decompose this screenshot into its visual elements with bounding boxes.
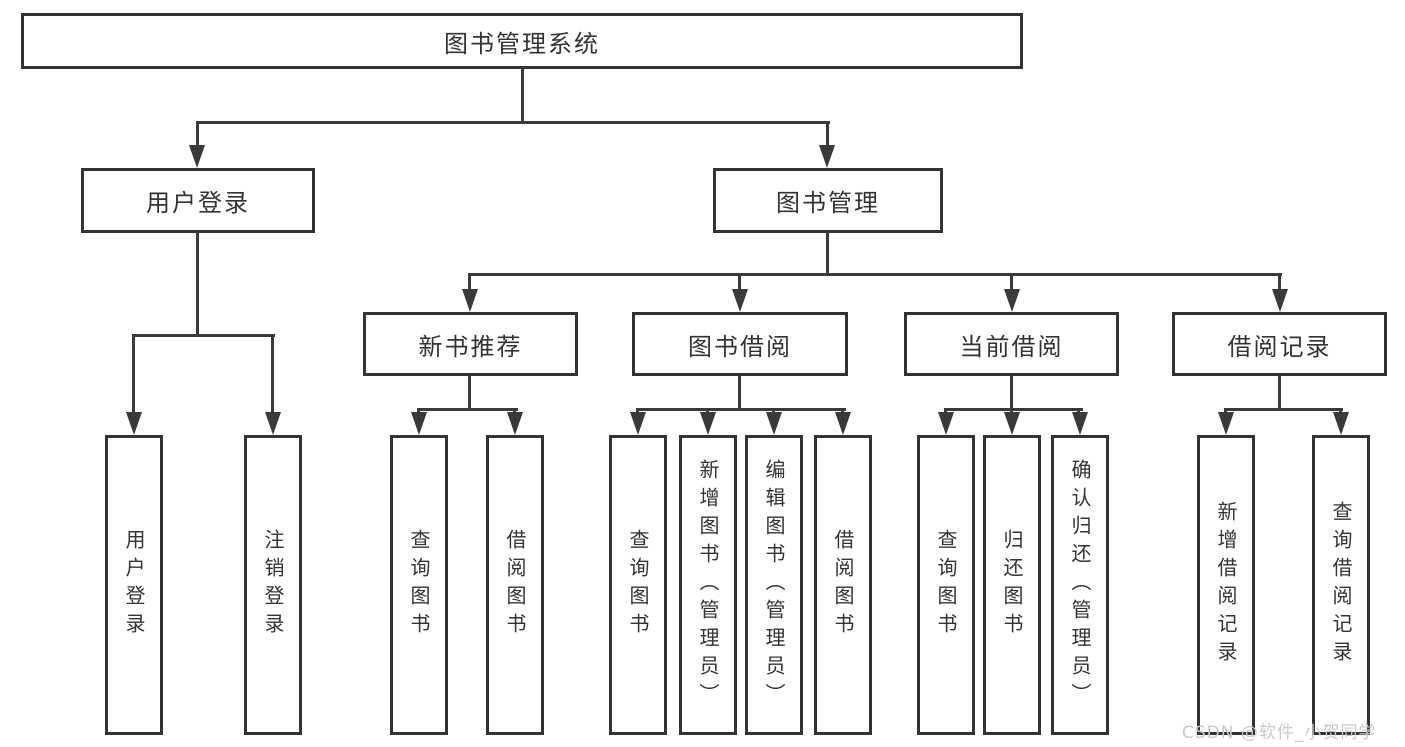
connector-line	[468, 273, 1282, 276]
node-label: 编辑图书（管理员）	[762, 459, 786, 711]
arrow-down-icon	[507, 412, 523, 435]
node-new-book-recommend: 新书推荐	[363, 312, 578, 376]
leaf-edit-books-admin: 编辑图书（管理员）	[745, 435, 803, 735]
leaf-logout: 注销登录	[244, 435, 302, 735]
connector-line	[826, 121, 829, 148]
node-label: 用户登录	[122, 529, 146, 641]
node-label: 新增图书（管理员）	[696, 459, 720, 711]
leaf-query-books-current: 查询图书	[917, 435, 975, 735]
arrow-down-icon	[1004, 412, 1020, 435]
connector-line	[196, 121, 199, 148]
node-label: 图书管理	[776, 189, 880, 217]
arrow-down-icon	[1333, 412, 1349, 435]
connector-line	[468, 376, 471, 410]
arrow-down-icon	[1272, 289, 1288, 312]
node-label: 查询图书	[407, 529, 431, 641]
connector-line	[196, 232, 199, 334]
leaf-return-books: 归还图书	[983, 435, 1041, 735]
node-label: 图书管理系统	[444, 29, 600, 58]
arrow-down-icon	[1004, 289, 1020, 312]
leaf-query-books-borrow: 查询图书	[609, 435, 667, 735]
connector-line	[196, 121, 830, 124]
arrow-down-icon	[189, 145, 205, 168]
node-label: 借阅图书	[831, 529, 855, 641]
leaf-query-borrow-record: 查询借阅记录	[1312, 435, 1370, 735]
connector-line	[944, 408, 1083, 411]
node-borrow-records: 借阅记录	[1172, 312, 1387, 376]
leaf-add-borrow-record: 新增借阅记录	[1197, 435, 1255, 735]
connector-line	[738, 376, 741, 410]
node-user-login: 用户登录	[81, 168, 315, 233]
arrow-down-icon	[126, 412, 142, 435]
connector-line	[1278, 273, 1281, 291]
leaf-add-books-admin: 新增图书（管理员）	[679, 435, 737, 735]
node-label: 新增借阅记录	[1214, 501, 1238, 669]
connector-line	[826, 232, 829, 273]
leaf-borrow-books-recommend: 借阅图书	[486, 435, 544, 735]
connector-line	[417, 408, 518, 411]
leaf-user-login: 用户登录	[105, 435, 163, 735]
node-root: 图书管理系统	[21, 13, 1023, 69]
leaf-borrow-books: 借阅图书	[814, 435, 872, 735]
arrow-down-icon	[1072, 412, 1088, 435]
connector-line	[132, 334, 275, 337]
arrow-down-icon	[462, 289, 478, 312]
leaf-confirm-return-admin: 确认归还（管理员）	[1051, 435, 1109, 735]
leaf-query-books-recommend: 查询图书	[390, 435, 448, 735]
connector-line	[521, 68, 524, 124]
arrow-down-icon	[938, 412, 954, 435]
node-label: 查询图书	[626, 529, 650, 641]
connector-line	[1010, 376, 1013, 410]
arrow-down-icon	[1218, 412, 1234, 435]
arrow-down-icon	[766, 412, 782, 435]
connector-line	[468, 273, 471, 291]
node-label: 图书借阅	[688, 332, 792, 361]
arrow-down-icon	[835, 412, 851, 435]
connector-line	[132, 334, 135, 414]
watermark: CSDN @软件_小贺同学	[1182, 723, 1377, 743]
node-current-borrow: 当前借阅	[904, 312, 1119, 376]
arrow-down-icon	[819, 145, 835, 168]
node-label: 新书推荐	[418, 332, 523, 361]
node-book-management: 图书管理	[713, 168, 943, 233]
node-label: 查询借阅记录	[1329, 501, 1353, 669]
node-label: 确认归还（管理员）	[1068, 459, 1092, 711]
arrow-down-icon	[700, 412, 716, 435]
node-label: 借阅记录	[1227, 332, 1332, 361]
node-book-borrow: 图书借阅	[632, 312, 848, 376]
arrow-down-icon	[630, 412, 646, 435]
connector-line	[636, 408, 846, 411]
connector-line	[1010, 273, 1013, 291]
node-label: 查询图书	[934, 529, 958, 641]
connector-line	[738, 273, 741, 291]
node-label: 用户登录	[146, 189, 250, 217]
node-label: 注销登录	[261, 529, 285, 641]
connector-line	[271, 334, 274, 414]
arrow-down-icon	[265, 412, 281, 435]
node-label: 归还图书	[1000, 529, 1024, 641]
arrow-down-icon	[411, 412, 427, 435]
connector-line	[1278, 376, 1281, 410]
connector-line	[1224, 408, 1343, 411]
node-label: 当前借阅	[959, 332, 1064, 361]
node-label: 借阅图书	[503, 529, 527, 641]
arrow-down-icon	[732, 289, 748, 312]
